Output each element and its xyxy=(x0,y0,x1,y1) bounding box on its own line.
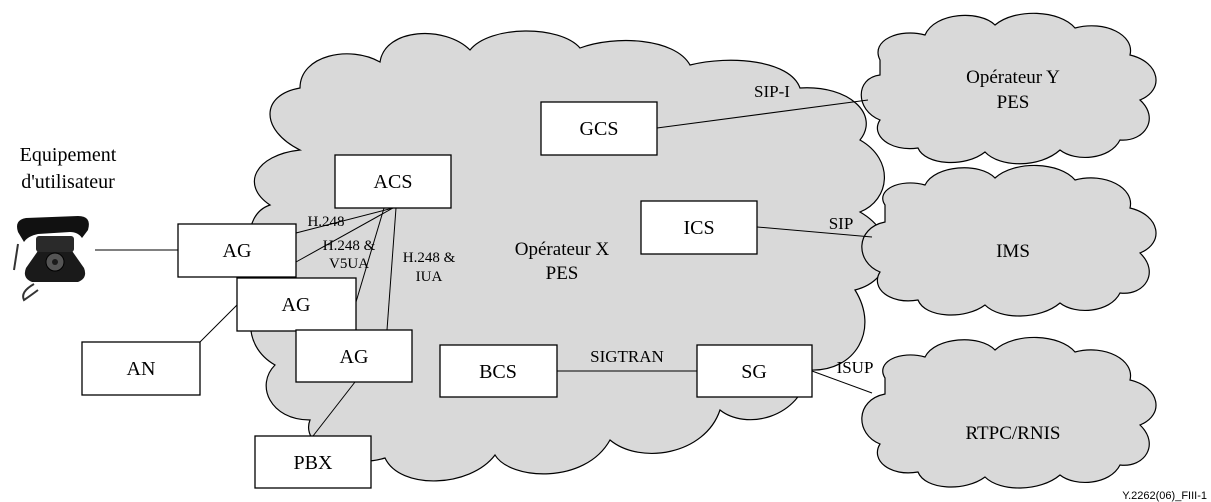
operator-x-label-line1: Opérateur X xyxy=(515,239,610,260)
figure-id-label: Y.2262(06)_FIII-1 xyxy=(1122,490,1207,502)
telephone-icon xyxy=(13,216,89,302)
bcs-box xyxy=(439,344,558,398)
operator-y-label-line1: Opérateur Y xyxy=(966,67,1060,88)
link-acs-ag1-v5ua xyxy=(295,207,394,263)
an-box xyxy=(81,341,201,396)
h248-iua-label-line1: H.248 & xyxy=(403,250,456,266)
h248-iua-label-line2: IUA xyxy=(416,269,443,285)
ims-cloud xyxy=(861,164,1157,317)
ag3-box xyxy=(295,329,413,383)
ag2-box xyxy=(236,277,357,332)
user-equipment-label-line1: Equipement xyxy=(20,144,117,166)
gcs-label: GCS xyxy=(580,118,619,140)
bcs-label: BCS xyxy=(479,361,517,383)
link-ics-ims xyxy=(756,226,873,238)
link-acs-ag2-v5ua xyxy=(355,207,385,303)
ics-label: ICS xyxy=(683,217,714,239)
an-label: AN xyxy=(127,358,156,380)
ag2-label: AG xyxy=(282,294,311,316)
link-sg-rtpc xyxy=(811,370,873,394)
sip-i-label: SIP-I xyxy=(754,82,790,101)
link-acs-ag1-h248 xyxy=(295,207,394,234)
isup-label: ISUP xyxy=(837,358,874,377)
ims-label: IMS xyxy=(996,241,1030,262)
gcs-box xyxy=(540,101,658,156)
acs-box xyxy=(334,154,452,209)
h248-v5ua-label-line2: V5UA xyxy=(329,256,369,272)
link-acs-ag3-iua xyxy=(386,207,397,331)
ics-box xyxy=(640,200,758,255)
rtpc-label: RTPC/RNIS xyxy=(966,423,1061,444)
h248-v5ua-label-line1: H.248 & xyxy=(323,238,376,254)
h248-label: H.248 xyxy=(307,214,344,230)
user-equipment-label-line2: d'utilisateur xyxy=(21,171,115,193)
link-an-ag2 xyxy=(199,304,238,343)
operator-y-label-line2: PES xyxy=(997,92,1030,113)
sg-label: SG xyxy=(741,361,767,383)
sip-label: SIP xyxy=(829,214,854,233)
sg-box xyxy=(696,344,813,398)
link-pbx-ag3 xyxy=(312,381,356,437)
ag3-label: AG xyxy=(340,346,369,368)
pbx-box xyxy=(254,435,372,489)
rtpc-cloud xyxy=(861,336,1157,489)
sigtran-label: SIGTRAN xyxy=(590,347,664,366)
acs-label: ACS xyxy=(374,171,413,193)
ag1-box xyxy=(177,223,297,278)
ag1-label: AG xyxy=(223,240,252,262)
link-gcs-operator-y xyxy=(656,99,869,129)
operator-y-cloud xyxy=(860,12,1157,165)
pbx-label: PBX xyxy=(294,452,333,474)
operator-x-label-line2: PES xyxy=(546,263,579,284)
